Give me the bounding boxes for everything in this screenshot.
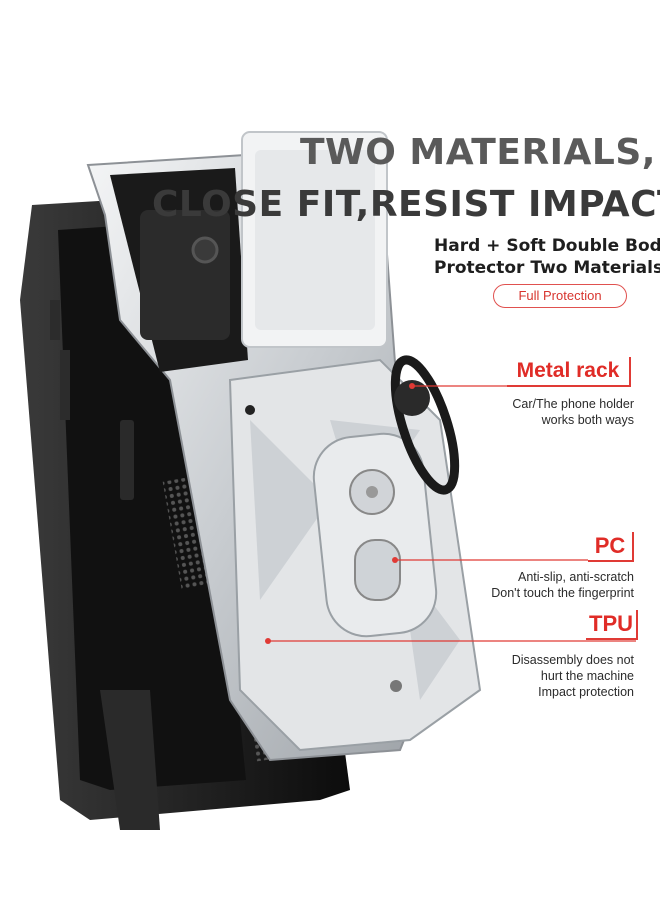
headline-line-1: TWO MATERIALS, [300, 132, 656, 173]
description-line: Don't touch the fingerprint [491, 586, 634, 600]
full-protection-badge: Full Protection [493, 284, 627, 308]
pc-label: PC [588, 532, 634, 562]
description-line: works both ways [541, 413, 634, 427]
description-line: Car/The phone holder [512, 397, 634, 411]
callout-dots [265, 383, 415, 644]
metal-rack-description: Car/The phone holder works both ways [512, 396, 634, 428]
headline-line-2: CLOSE FIT,RESIST IMPACT [152, 184, 660, 225]
description-line: hurt the machine [540, 669, 634, 683]
description-line: Disassembly does not [511, 653, 634, 667]
description-line: Impact protection [538, 685, 634, 699]
tpu-description: Disassembly does not hurt the machine Im… [512, 652, 634, 700]
description-line: Anti-slip, anti-scratch [517, 570, 634, 584]
subheading-line-1: Hard + Soft Double Body [434, 236, 660, 256]
metal-rack-label: Metal rack [507, 357, 631, 387]
pc-description: Anti-slip, anti-scratch Don't touch the … [491, 569, 634, 601]
tpu-label: TPU [586, 610, 638, 640]
subheading-line-2: Protector Two Materials [434, 258, 660, 278]
ring-holder [390, 355, 460, 495]
